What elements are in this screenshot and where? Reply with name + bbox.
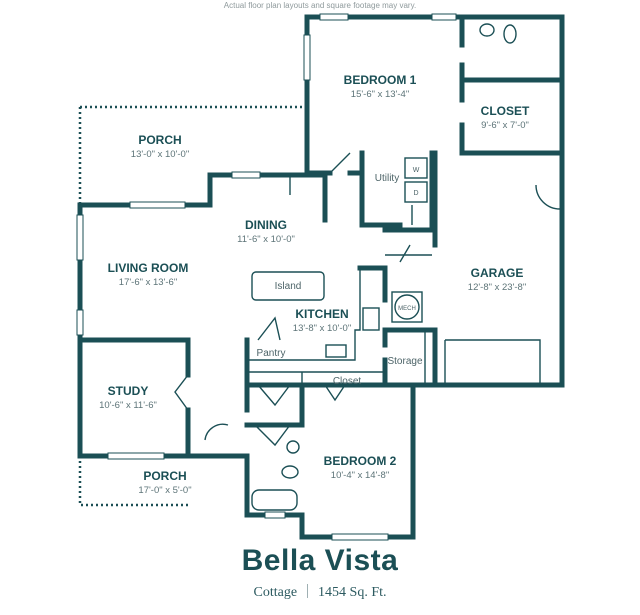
plan-name: Bella Vista [241, 544, 399, 577]
room-name: PORCH [138, 133, 181, 147]
disclaimer: Actual floor plan layouts and square foo… [223, 1, 417, 10]
dryer-label: D [413, 190, 418, 197]
room-dimensions: 10'-6" x 11'-6" [99, 400, 157, 411]
room-dimensions: 11'-6" x 10'-0" [237, 234, 295, 245]
room-dimensions: 15'-6" x 13'-4" [351, 89, 409, 100]
room-dimensions: 9'-6" x 7'-0" [481, 120, 529, 131]
storage-label: Storage [387, 356, 422, 367]
counters [247, 254, 541, 385]
front-porch-outline [78, 456, 188, 507]
room-name: STUDY [108, 384, 149, 398]
room-name: BEDROOM 2 [324, 454, 397, 468]
room-dimensions: 17'-0" x 5'-0" [138, 485, 191, 496]
room-dimensions: 10'-4" x 14'-8" [331, 470, 389, 481]
room-name: CLOSET [481, 104, 530, 118]
room-dimensions: 13'-8" x 10'-0" [293, 323, 351, 334]
stove-icon [362, 307, 380, 331]
window [303, 34, 311, 81]
door[interactable] [174, 152, 561, 447]
window [107, 452, 165, 460]
island-label: Island [275, 281, 302, 292]
window [129, 201, 186, 209]
room-dimensions: 13'-0" x 10'-0" [131, 149, 189, 160]
window [76, 214, 84, 261]
window [319, 13, 349, 21]
plan-area: 1454 Sq. Ft. [318, 585, 387, 600]
pantry-label: Pantry [257, 348, 286, 359]
plan-type: Cottage [253, 585, 298, 600]
room-name: GARAGE [471, 266, 524, 280]
window [331, 533, 389, 541]
exterior-walls [77, 14, 565, 540]
toilet-icon [503, 24, 517, 44]
room-name: PORCH [143, 469, 186, 483]
window [431, 13, 457, 21]
back-porch-outline [78, 105, 305, 205]
mech-fan-icon [394, 294, 420, 320]
window [231, 171, 261, 179]
bathtub-icon [251, 489, 298, 511]
divider [307, 584, 309, 598]
sink-icon [325, 344, 347, 358]
room-name: KITCHEN [295, 307, 348, 321]
room-dimensions: 17'-6" x 13'-6" [119, 277, 177, 288]
closet-label: Closet [333, 376, 362, 387]
room-name: LIVING ROOM [108, 261, 189, 275]
interior-walls [77, 14, 565, 459]
room-name: DINING [245, 218, 287, 232]
washer-icon [404, 157, 428, 179]
mech-unit [391, 291, 423, 323]
mech-label: MECH [398, 306, 416, 312]
dryer-icon [404, 181, 428, 203]
sink-icon [286, 440, 300, 454]
plan-subtitle: Cottage 1454 Sq. Ft. [0, 584, 640, 601]
sink-icon [479, 23, 495, 37]
room-dimensions: 12'-8" x 23'-8" [468, 282, 526, 293]
window [76, 309, 84, 336]
room-name: BEDROOM 1 [344, 73, 417, 87]
toilet-icon [281, 465, 299, 479]
washer-label: W [413, 167, 420, 174]
island [251, 271, 325, 301]
utility-label: Utility [375, 173, 399, 184]
window [264, 511, 286, 519]
